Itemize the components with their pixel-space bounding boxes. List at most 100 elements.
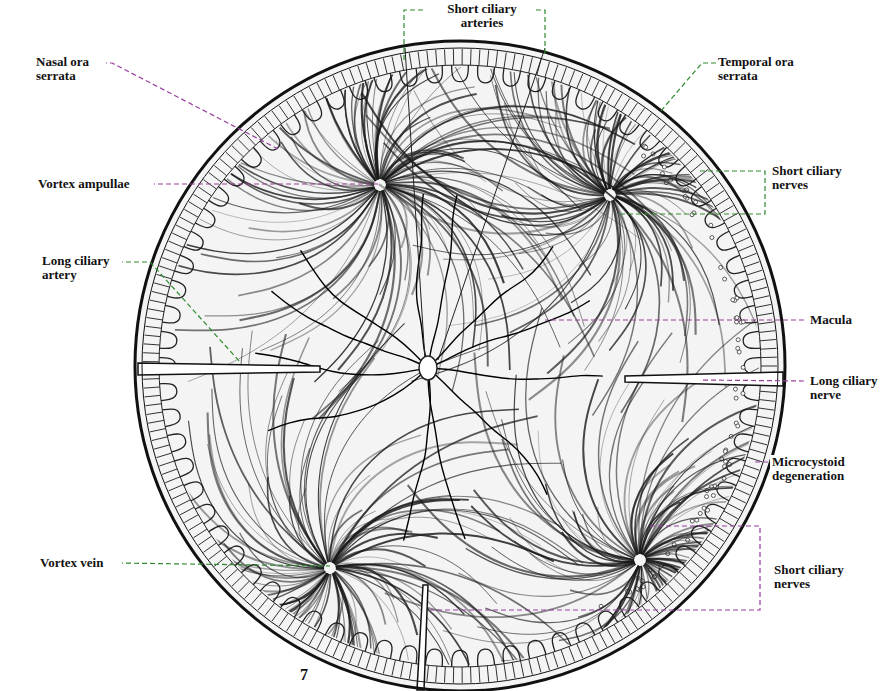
choroidal-vessel bbox=[102, 519, 325, 597]
pars-plana-striation bbox=[561, 650, 566, 665]
pars-plana-striation bbox=[180, 507, 194, 515]
pars-plana-striation bbox=[752, 287, 767, 291]
pars-plana-striation bbox=[279, 613, 288, 626]
microcyst bbox=[736, 338, 740, 342]
pars-plana-striation bbox=[401, 662, 404, 678]
pars-plana-striation bbox=[176, 500, 190, 507]
pars-plana-striation bbox=[741, 253, 756, 259]
part-label: Vortex ampullae bbox=[36, 177, 154, 191]
choroidal-vessel bbox=[132, 139, 375, 212]
pars-plana-striation bbox=[496, 665, 498, 681]
microcyst bbox=[723, 277, 727, 281]
choroidal-vessel bbox=[90, 572, 325, 612]
leader-bracket bbox=[620, 171, 765, 214]
microcyst bbox=[736, 424, 740, 428]
choroidal-vessel bbox=[212, 189, 375, 222]
choroidal-vessel bbox=[642, 423, 813, 554]
part-label: Long ciliary nerve bbox=[808, 374, 888, 402]
pars-plana-striation bbox=[325, 79, 332, 93]
pars-plana-striation bbox=[152, 291, 168, 295]
pars-plana-striation bbox=[691, 559, 703, 569]
pars-plana-striation bbox=[728, 221, 742, 228]
choroidal-vessel bbox=[386, 186, 510, 370]
short-ciliary-artery bbox=[405, 48, 425, 360]
choroidal-vessel bbox=[608, 0, 762, 189]
choroidal-vessel bbox=[290, 419, 326, 564]
pars-plana-striation bbox=[599, 633, 606, 647]
part-label: Long ciliary artery bbox=[40, 254, 122, 282]
pars-plana-striation bbox=[621, 98, 630, 112]
pars-plana-striation bbox=[409, 53, 412, 69]
pars-plana-striation bbox=[232, 575, 244, 586]
pars-plana-striation bbox=[169, 241, 184, 247]
long-ciliary-artery bbox=[138, 363, 320, 375]
microcyst bbox=[736, 346, 740, 350]
pars-plana-striation bbox=[350, 69, 356, 84]
choroidal-vessel bbox=[487, 49, 605, 193]
leader-line bbox=[150, 183, 378, 184]
pars-plana-striation bbox=[251, 592, 262, 604]
pars-plana-striation bbox=[147, 318, 163, 320]
pars-plana-striation bbox=[444, 667, 446, 683]
pars-plana-striation bbox=[143, 378, 159, 380]
choroidal-vessel bbox=[210, 347, 325, 565]
pars-plana-striation bbox=[735, 237, 750, 244]
pars-plana-striation bbox=[504, 664, 506, 680]
pars-plana-striation bbox=[761, 357, 777, 358]
pars-plana-striation bbox=[537, 657, 541, 672]
pars-plana-striation bbox=[418, 52, 420, 68]
choroidal-vessel bbox=[336, 565, 524, 691]
pars-plana-striation bbox=[679, 149, 691, 160]
pars-plana-striation bbox=[545, 655, 550, 670]
pars-plana-striation bbox=[720, 518, 734, 526]
choroidal-vessel bbox=[645, 543, 888, 654]
choroidal-vessel bbox=[614, 175, 708, 203]
choroidal-vessel bbox=[644, 565, 674, 691]
choroidal-vessel bbox=[332, 529, 412, 563]
choroidal-vessel bbox=[132, 442, 325, 576]
choroidal-vessel bbox=[629, 400, 664, 555]
choroidal-vessel bbox=[318, 0, 375, 181]
choroidal-vessel bbox=[408, 485, 635, 576]
microcyst bbox=[711, 494, 715, 498]
retinal-vessel bbox=[428, 368, 603, 379]
pars-plana-striation bbox=[392, 660, 395, 676]
pars-plana-striation bbox=[436, 666, 437, 682]
figure-number: 7 bbox=[298, 668, 316, 682]
pars-plana-striation bbox=[220, 159, 232, 169]
choroidal-vessel bbox=[138, 573, 327, 629]
pars-plana-striation bbox=[655, 595, 665, 607]
choroidal-vessel bbox=[646, 562, 734, 691]
pars-plana-striation bbox=[152, 437, 168, 441]
pars-plana-striation bbox=[470, 49, 472, 65]
microcyst bbox=[734, 396, 738, 400]
pars-plana-striation bbox=[176, 225, 190, 232]
part-label: Temporal ora serrata bbox=[716, 55, 806, 83]
choroidal-vessel bbox=[333, 509, 583, 563]
pars-plana-striation bbox=[317, 83, 324, 97]
choroidal-vessel bbox=[131, 574, 329, 691]
retinal-vessel bbox=[428, 368, 547, 495]
pars-plana-striation bbox=[462, 667, 463, 683]
choroidal-vessel bbox=[646, 561, 770, 691]
pars-plana-striation bbox=[642, 114, 652, 127]
pars-plana-striation bbox=[628, 616, 637, 629]
pars-plana-striation bbox=[754, 296, 770, 300]
choroidal-vessel bbox=[149, 573, 326, 613]
dentate-process bbox=[174, 255, 193, 273]
pars-plana-striation bbox=[245, 133, 256, 145]
pars-plana-striation bbox=[375, 656, 379, 671]
pars-plana-striation bbox=[302, 91, 310, 105]
pars-plana-striation bbox=[747, 270, 762, 275]
dentate-process bbox=[743, 384, 760, 401]
microcyst bbox=[733, 387, 737, 391]
choroidal-vessel bbox=[554, 22, 605, 192]
pars-plana-striation bbox=[143, 361, 159, 362]
choroidal-vessel bbox=[240, 533, 325, 578]
pars-plana-striation bbox=[701, 546, 714, 556]
pars-plana-striation bbox=[145, 326, 161, 328]
pars-plana-striation bbox=[265, 116, 275, 129]
pars-plana-striation bbox=[159, 266, 174, 271]
leader-bracket bbox=[430, 526, 760, 610]
pars-plana-striation bbox=[333, 642, 339, 657]
